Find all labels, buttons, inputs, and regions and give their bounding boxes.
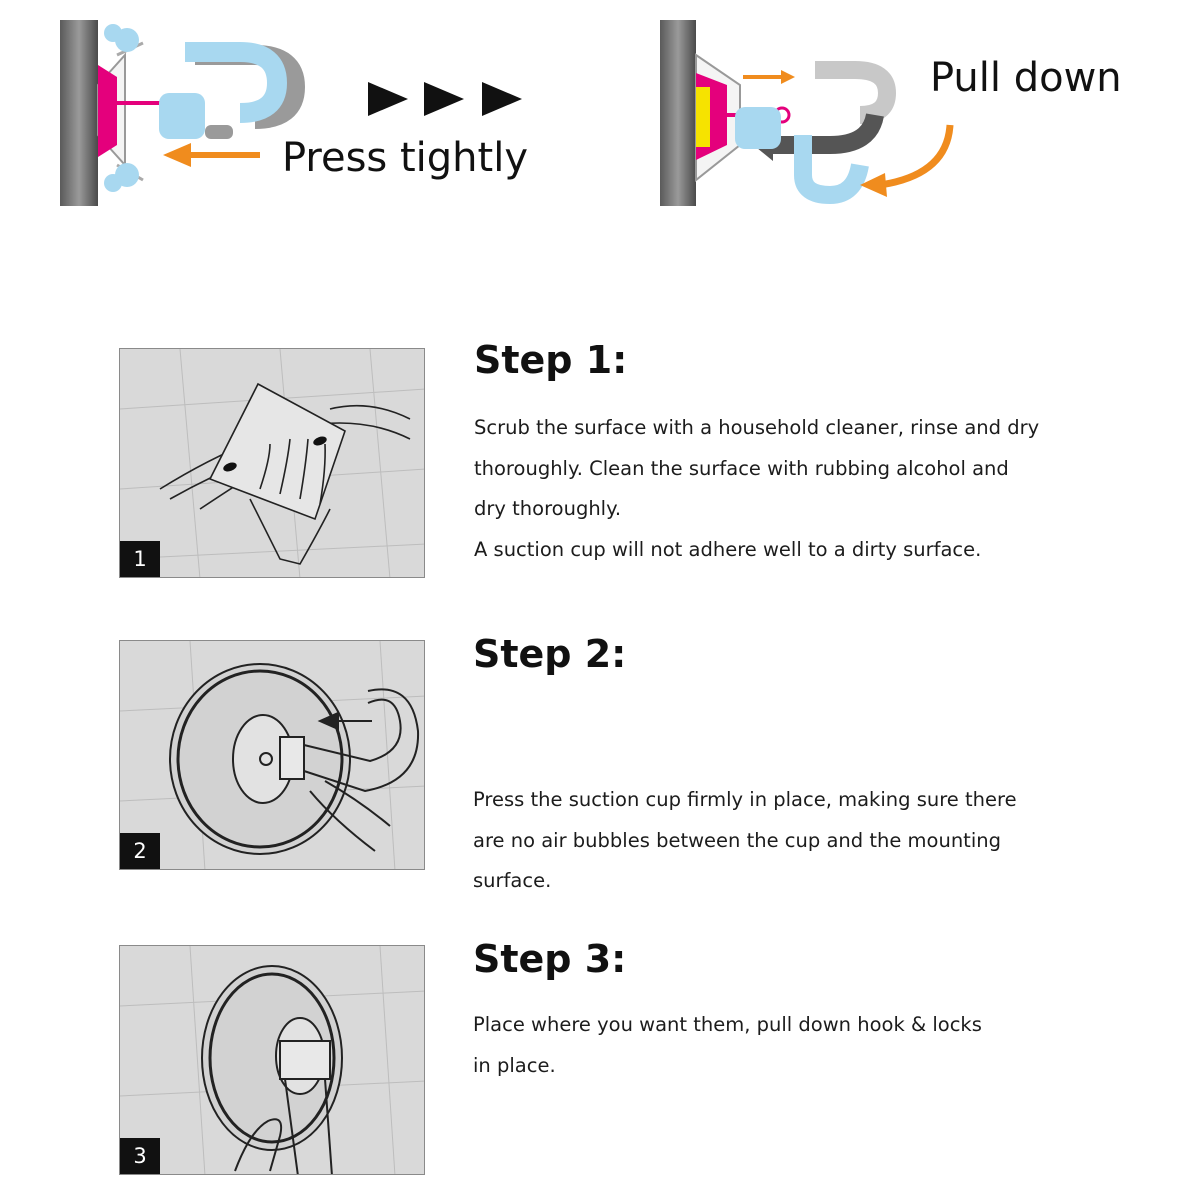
hook [185,42,288,123]
step-3-text: Place where you want them, pull down hoo… [473,1005,1113,1086]
step-2-line: are no air bubbles between the cup and t… [473,828,1001,852]
step-3-line: in place. [473,1053,556,1077]
hook [794,135,869,205]
step-1-text: Scrub the surface with a household clean… [474,408,1114,570]
step-badge: 2 [120,833,160,869]
wiping-hand-illustration [120,349,424,577]
step-2-title: Step 2: [473,632,627,676]
press-diagram [55,15,335,215]
step-2-line: Press the suction cup firmly in place, m… [473,788,1017,811]
step-badge: 1 [120,541,160,577]
step-1-line: thoroughly. Clean the surface with rubbi… [474,456,1009,480]
pull-hook-illustration [660,20,954,206]
step-2-text: Press the suction cup firmly in place, m… [473,780,1113,902]
step-1-line: Scrub the surface with a household clean… [474,416,1040,439]
play-triangle-2 [424,82,464,116]
press-tightly-label: Press tightly [282,135,528,181]
pull-diagram [655,15,965,215]
pressing-cup-illustration [120,641,424,869]
wall [60,20,98,206]
step-3-title: Step 3: [473,937,627,981]
wall [660,20,696,206]
suction-cup [98,65,117,157]
pull-arrow [879,124,954,189]
step-1-line: dry thoroughly. [474,497,622,520]
locking-hook-illustration [120,946,424,1174]
press-hook-illustration [60,20,306,206]
press-arrow [163,143,191,167]
play-triangle-3 [482,82,522,116]
step-badge: 3 [120,1138,160,1174]
step-3-line: Place where you want them, pull down hoo… [473,1013,982,1036]
play-triangle-1 [368,82,408,116]
step-2-illustration: 2 [119,640,425,870]
step-1-line: A suction cup will not adhere well to a … [474,537,982,561]
step-1-illustration: 1 [119,348,425,578]
step-2-line: surface. [473,869,552,892]
pull-down-label: Pull down [930,55,1122,101]
step-3-illustration: 3 [119,945,425,1175]
step-1-title: Step 1: [474,338,628,382]
